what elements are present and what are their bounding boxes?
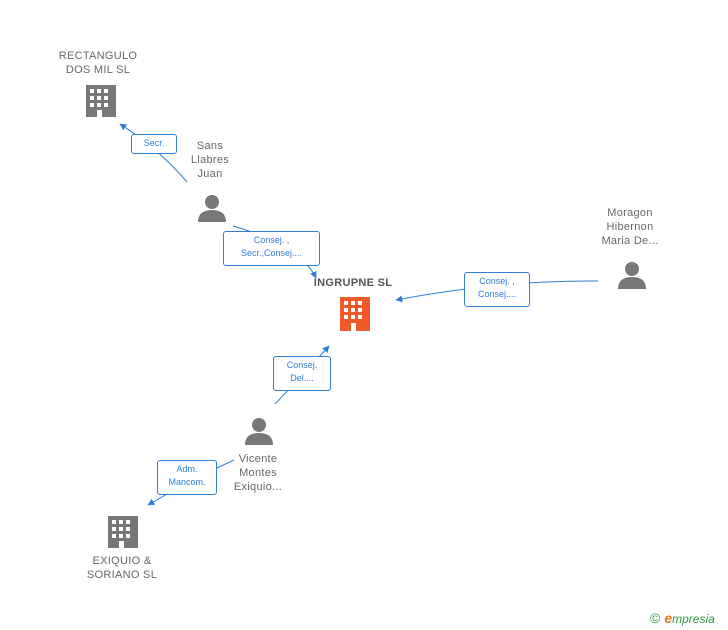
node-label-line: Montes — [239, 467, 277, 479]
node-label-line: Hibernon — [606, 221, 654, 233]
building-icon — [86, 85, 116, 117]
building-icon — [108, 516, 138, 548]
node-label-line: Sans — [196, 140, 224, 152]
edge-label-line: Adm. — [176, 464, 198, 474]
edge-label-vicente-exiquio[interactable]: Adm. Mancom. — [157, 460, 217, 495]
edge-label-line: Consej. , — [479, 276, 515, 286]
node-label-line: EXIQUIO & — [92, 555, 152, 567]
edge-label-line: Mancom. — [168, 477, 206, 487]
node-label-line: Exiquio... — [233, 481, 283, 493]
node-label-line: Juan — [197, 168, 223, 180]
copyright-icon: © — [650, 610, 661, 626]
brand-logo: empresia — [664, 610, 714, 626]
node-label-exiquio: EXIQUIO & SORIANO SL — [74, 554, 170, 582]
node-label-line: SORIANO SL — [86, 569, 158, 581]
edge-label-line: Del.... — [290, 373, 314, 383]
brand-footer[interactable]: © empresia — [650, 609, 715, 627]
main-building-icon — [340, 297, 370, 331]
node-label-line: INGRUPNE SL — [313, 277, 393, 289]
person-icon — [618, 262, 646, 289]
node-label-line: Moragon — [607, 207, 653, 219]
edge-label-line: Consej.... — [477, 289, 517, 299]
node-label-vicente: Vicente Montes Exiquio... — [222, 452, 294, 494]
edge-label-line: Secr. — [143, 138, 165, 148]
node-label-ingrupne[interactable]: INGRUPNE SL — [298, 276, 408, 290]
node-label-line: Vicente — [238, 453, 278, 465]
brand-initial: e — [664, 610, 673, 626]
edge-label-moragon-ingrupne[interactable]: Consej. , Consej.... — [464, 272, 530, 307]
node-label-line: DOS MIL SL — [65, 64, 131, 76]
node-label-line: Maria De... — [601, 235, 659, 247]
node-label-line: RECTANGULO — [58, 50, 138, 62]
edge-label-line: Secr.,Consej.... — [240, 248, 303, 258]
edge-label-line: Consej. , — [253, 235, 290, 245]
node-label-sans: Sans Llabres Juan — [178, 139, 242, 181]
node-label-line: Llabres — [190, 154, 230, 166]
edge-label-sans-rectangulo[interactable]: Secr. — [131, 134, 177, 154]
person-icon — [198, 195, 226, 222]
edge-label-vicente-ingrupne[interactable]: Consej. Del.... — [273, 356, 331, 391]
brand-name: mpresia — [672, 612, 715, 626]
person-icon — [245, 418, 273, 445]
node-label-moragon: Moragon Hibernon Maria De... — [590, 206, 670, 248]
edge-label-sans-ingrupne[interactable]: Consej. , Secr.,Consej.... — [223, 231, 320, 266]
edge-label-line: Consej. — [286, 360, 318, 370]
node-label-rectangulo: RECTANGULO DOS MIL SL — [52, 49, 144, 77]
